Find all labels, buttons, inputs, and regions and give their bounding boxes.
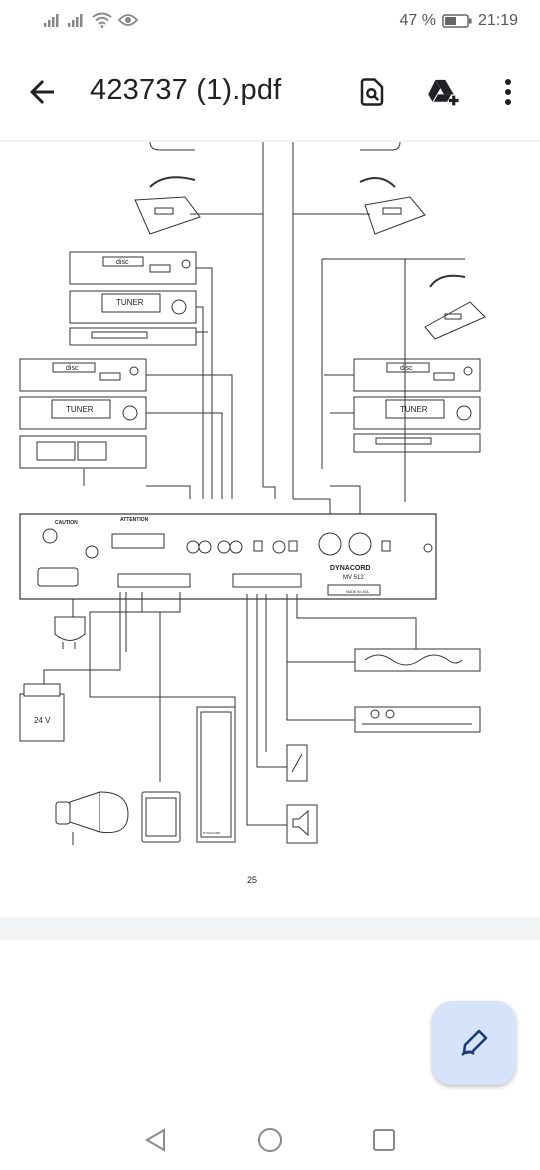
signal-icon: [68, 14, 83, 27]
save-to-drive-button[interactable]: [424, 72, 464, 112]
battery-percent: 47 %: [399, 12, 436, 29]
clock: 21:19: [477, 12, 518, 29]
disc-label: disc: [400, 365, 413, 372]
made-in-label: MADE IN USA: [346, 590, 369, 594]
status-right: 47 % 21:19: [399, 12, 518, 30]
pdf-page[interactable]: disc disc disc TUNER TUNER TUNER DYNACOR…: [0, 142, 540, 917]
battery-icon: [442, 14, 472, 28]
status-left-icons: [44, 12, 138, 28]
back-button[interactable]: [24, 74, 60, 110]
square-recents-icon: [373, 1129, 395, 1151]
tuner-label: TUNER: [116, 298, 144, 307]
search-document-button[interactable]: [352, 72, 392, 112]
tuner-label: TUNER: [66, 405, 94, 414]
document-title: 423737 (1).pdf: [90, 74, 282, 106]
brand-label: DYNACORD: [330, 565, 370, 572]
signal-icon: [44, 14, 59, 27]
caution-label: CAUTION: [55, 520, 78, 526]
drive-add-icon: [428, 79, 459, 106]
find-in-page-icon: [360, 78, 384, 106]
attention-label: ATTENTION: [120, 517, 149, 523]
status-bar: 47 % 21:19: [0, 0, 540, 44]
battery-label: 24 V: [34, 716, 51, 725]
speaker-brand-label: DYNACORD: [203, 831, 221, 835]
model-label: MV 512: [343, 575, 364, 581]
circle-home-icon: [258, 1128, 282, 1152]
disc-label: disc: [116, 259, 129, 266]
edit-pen-icon: [461, 1029, 488, 1056]
nav-recents-button[interactable]: [368, 1124, 400, 1156]
wiring-diagram: disc disc disc TUNER TUNER TUNER DYNACOR…: [19, 142, 486, 845]
navigation-bar: [0, 1110, 540, 1170]
more-vert-icon: [505, 79, 511, 105]
nav-back-button[interactable]: [140, 1124, 172, 1156]
nav-home-button[interactable]: [254, 1124, 286, 1156]
disc-label: disc: [66, 365, 79, 372]
app-bar: 423737 (1).pdf: [0, 44, 540, 140]
page-number: 25: [247, 875, 258, 885]
triangle-back-icon: [145, 1128, 165, 1152]
more-options-button[interactable]: [488, 72, 528, 112]
eye-icon: [118, 14, 138, 26]
edit-fab-button[interactable]: [432, 1001, 516, 1085]
arrow-back-icon: [30, 80, 54, 104]
wifi-icon: [92, 12, 112, 28]
tuner-label: TUNER: [400, 405, 428, 414]
